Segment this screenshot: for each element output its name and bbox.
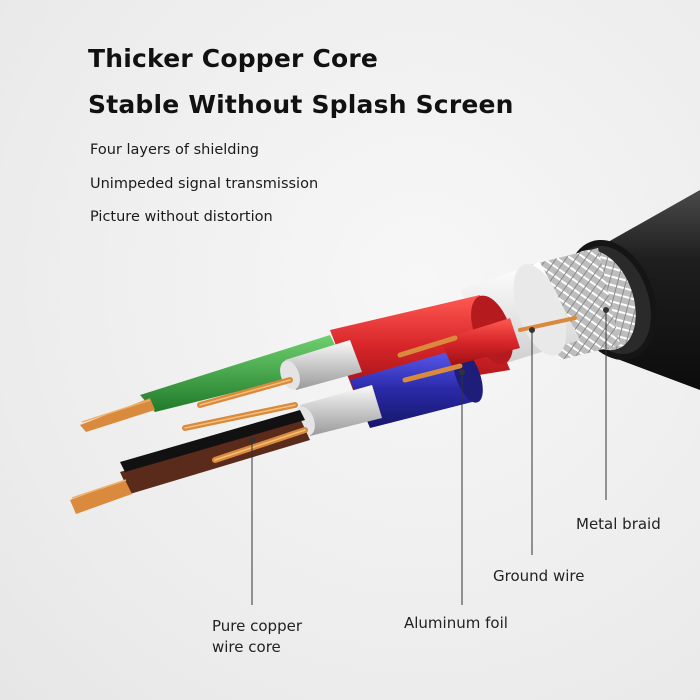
callout-copper-core: Pure copper wire core bbox=[212, 616, 322, 658]
feature-signal: Unimpeded signal transmission bbox=[90, 176, 319, 192]
callout-copper-core-line2: wire core bbox=[212, 638, 281, 656]
callout-metal-braid: Metal braid bbox=[576, 515, 661, 533]
headline-line-2: Stable Without Splash Screen bbox=[88, 90, 514, 119]
feature-picture: Picture without distortion bbox=[90, 209, 273, 225]
callout-aluminum-foil: Aluminum foil bbox=[404, 614, 508, 632]
headline-line-1: Thicker Copper Core bbox=[88, 44, 379, 73]
callout-ground-wire: Ground wire bbox=[493, 567, 585, 585]
green-wire bbox=[80, 335, 345, 432]
black-brown-wires bbox=[70, 410, 310, 514]
callout-leaders bbox=[249, 307, 609, 605]
copper-strands bbox=[182, 316, 577, 463]
red-inner-wire bbox=[440, 318, 520, 366]
callout-copper-core-line1: Pure copper bbox=[212, 617, 302, 635]
feature-shielding: Four layers of shielding bbox=[90, 142, 259, 158]
